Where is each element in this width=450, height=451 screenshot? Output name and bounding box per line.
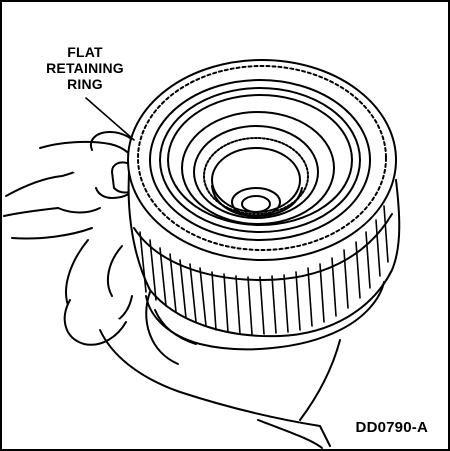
figure-code: DD0790-A xyxy=(355,419,428,436)
callout-line-2: RETAINING xyxy=(46,60,124,76)
flat-retaining-ring xyxy=(167,94,353,226)
inner-gear xyxy=(203,137,309,217)
drum-top-face xyxy=(127,59,397,261)
callout-leader-line xyxy=(85,97,135,141)
callout-line-1: FLAT xyxy=(67,44,103,60)
upper-hand xyxy=(3,131,145,240)
callout-line-3: RING xyxy=(67,76,103,92)
callout-label: FLAT RETAINING RING xyxy=(26,44,144,92)
